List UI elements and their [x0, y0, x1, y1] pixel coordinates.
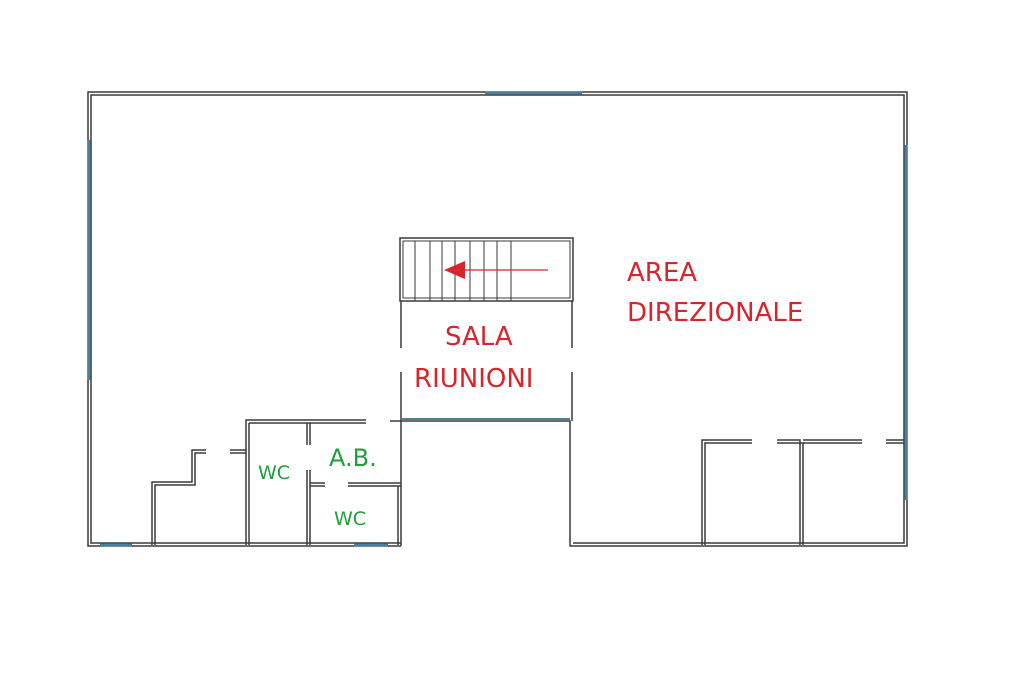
area-direzionale-label-line2: DIREZIONALE	[627, 298, 804, 328]
stair-treads	[414, 241, 512, 301]
wc-lower-label: WC	[334, 508, 367, 530]
service-top-wall	[245, 419, 366, 545]
sala-riunioni-label-line1: SALA	[445, 322, 513, 352]
stair-arrow-icon	[444, 261, 548, 279]
windows	[87, 91, 908, 547]
stair-outline	[399, 237, 574, 302]
area-direzionale-label-line1: AREA	[627, 258, 698, 288]
left-step-wall	[151, 449, 246, 545]
wc-left-label: WC	[258, 462, 291, 484]
antibagno-label: A.B.	[329, 444, 377, 472]
service-walls	[245, 419, 401, 545]
sala-riunioni-walls	[400, 301, 573, 421]
right-offices-walls	[701, 439, 904, 545]
sala-riunioni-label-line2: RIUNIONI	[414, 364, 534, 394]
outer-wall-outer-line	[87, 91, 908, 547]
outer-walls	[87, 91, 908, 547]
outer-wall-inner-line	[90, 94, 905, 544]
stair	[399, 237, 574, 302]
stair-inner-outline	[402, 240, 571, 299]
